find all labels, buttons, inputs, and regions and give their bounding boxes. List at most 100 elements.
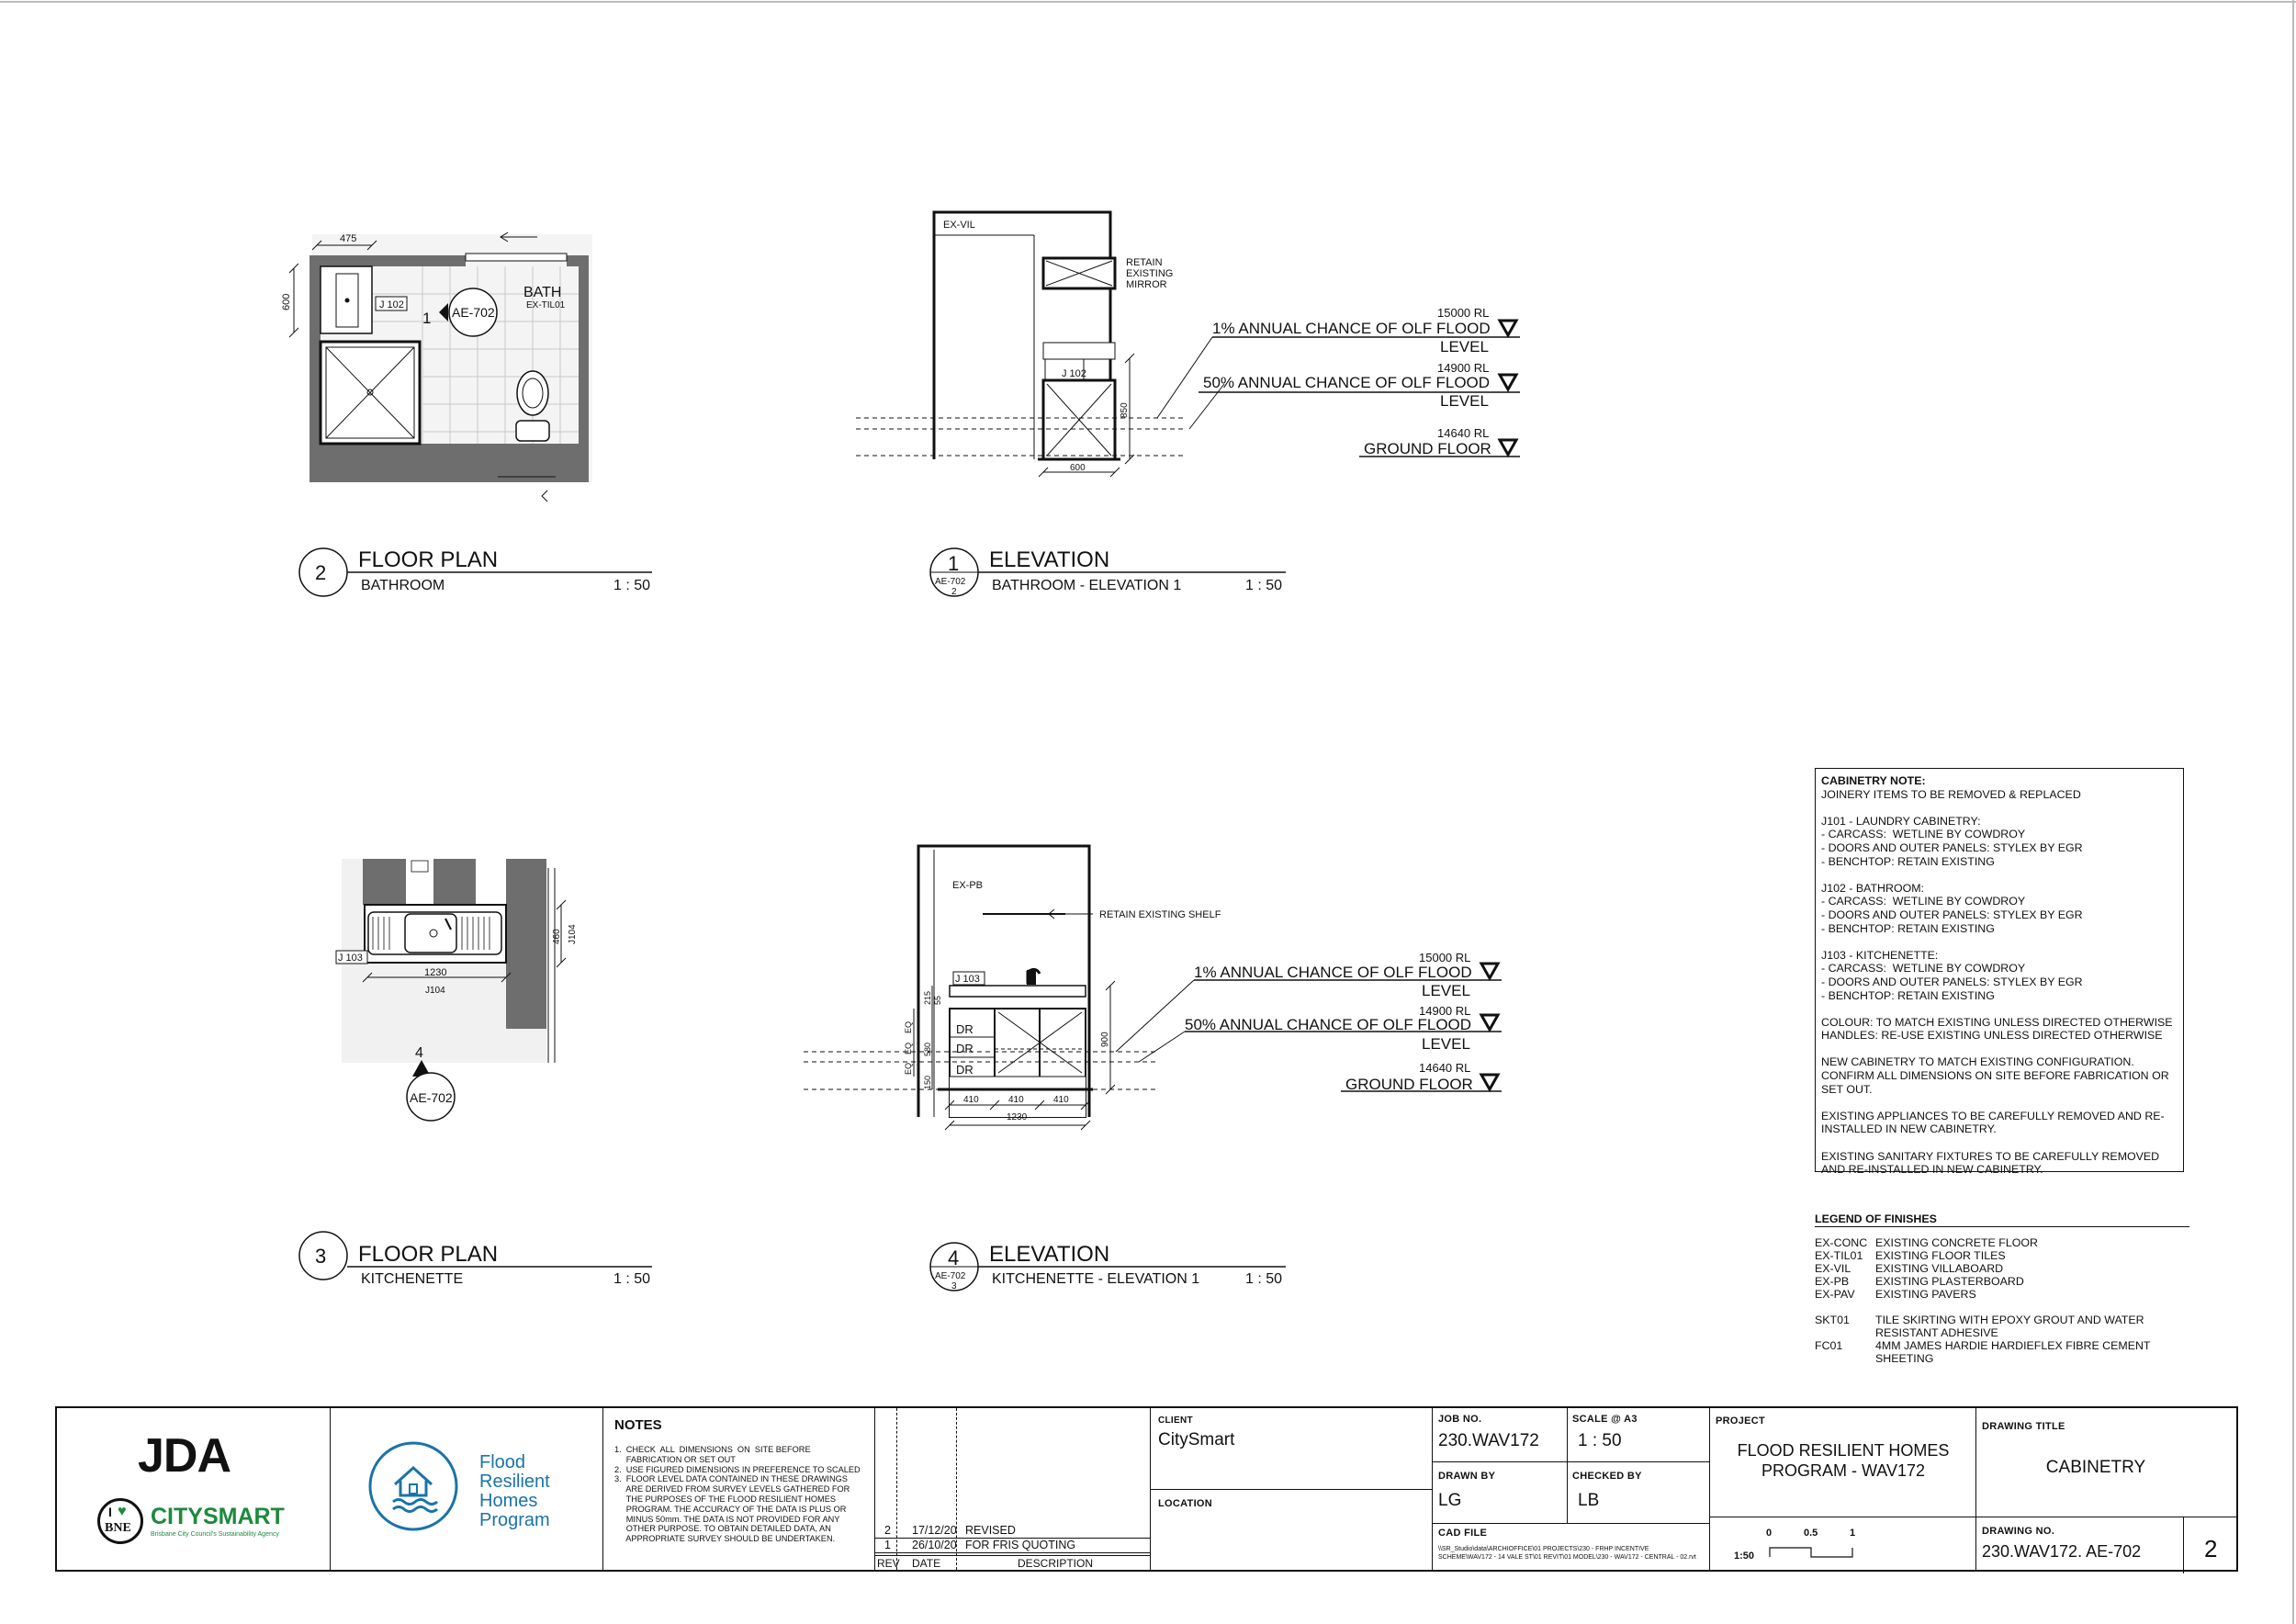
legend-row: SKT01 TILE SKIRTING WITH EPOXY GROUT AND … [1815,1314,2189,1339]
legend-heading: LEGEND OF FINISHES [1815,1212,2189,1227]
kit-level2-rl: 14900 RL [1419,1004,1470,1018]
note-line: APPROPRIATE SURVEY SHOULD BE UNDERTAKEN. [614,1534,836,1544]
legend-row [1815,1301,2189,1314]
bath-section-ref: AE-702 [452,305,495,320]
cabinetry-note-line: JOINERY ITEMS TO BE REMOVED & REPLACED [1821,787,2081,801]
checked-by-value: LB [1578,1491,1600,1510]
rev-col-divider-2 [956,1408,957,1570]
rev-header: REV [877,1557,900,1570]
client-value: CitySmart [1158,1430,1235,1449]
cabinetry-note-line [1821,1136,2178,1150]
kit-plan-dim-460: 460 [552,929,562,944]
scale-bar-1: 1 [1850,1528,1856,1539]
bath-level2-level: LEVEL [1440,392,1489,410]
date-header: DATE [912,1557,941,1570]
view-2-scale: 1 : 50 [613,578,650,593]
project-cell: PROJECT FLOOD RESILIENT HOMES PROGRAM - … [1710,1408,1976,1570]
revision-date: 17/12/20 [912,1524,957,1537]
cabinetry-note-line: CONFIRM ALL DIMENSIONS ON SITE BEFORE FA… [1821,1069,2169,1083]
frh-word-3: Homes [479,1491,538,1511]
location-label: LOCATION [1158,1498,1213,1509]
kit-elev-eq3: EQ [904,1063,913,1075]
kit-ground-rl: 14640 RL [1419,1061,1470,1075]
kit-elev-ex-pb: EX-PB [952,880,983,891]
project-line-2: PROGRAM - WAV172 [1761,1461,1926,1480]
drawing-title-cell: DRAWING TITLE CABINETRY DRAWING NO. 230.… [1976,1408,2238,1573]
view-3-number: 3 [315,1245,326,1268]
frh-word-2: Resilient [479,1472,550,1492]
revision-rev: 2 [884,1524,891,1537]
view-1-number: 1 [948,552,959,575]
bath-tag-j102: J 102 [379,299,404,310]
job-row-divider-2 [1433,1523,1709,1524]
cabinetry-note-line: COLOUR: TO MATCH EXISTING UNLESS DIRECTE… [1821,1015,2173,1029]
citysmart-badge: I ♥ BNE [97,1498,143,1544]
cabinetry-note-line: - CARCASS: WETLINE BY COWDROY [1821,828,2026,841]
revision-number: 2 [2204,1535,2218,1562]
kit-elev-v580: 580 [923,1043,932,1056]
retain-mirror-line2: EXISTING [1126,268,1173,279]
cabinetry-note-line [1821,868,2178,882]
kit-elev-d410-c: 410 [1053,1095,1069,1105]
kit-elev-eq1: EQ [904,1021,913,1033]
revision-header-rule [875,1555,1150,1556]
cad-file-path-2: SCHEME\WAV172 - 14 VALE ST\01 REVIT\01 M… [1438,1554,1696,1561]
view-4-scale: 1 : 50 [1245,1271,1282,1287]
citysmart-bne: BNE [105,1521,131,1535]
kit-elev-tag-j103: J 103 [955,974,980,985]
cabinetry-note-line: J102 - BATHROOM: [1821,881,1924,895]
view-1-subtitle: BATHROOM - ELEVATION 1 [992,578,1181,593]
note-line: ARE DERIVED FROM SURVEY LEVELS GATHERED … [614,1484,850,1494]
bath-dim-475: 475 [340,233,356,244]
note-line: OTHER PURPOSE. TO OBTAIN DETAILED DATA, … [614,1524,831,1534]
legend-description: 4MM JAMES HARDIE HARDIEFLEX FIBRE CEMENT… [1875,1339,2151,1365]
client-cell: CLIENT CitySmart LOCATION [1151,1408,1433,1570]
bath-elev-ex-vil: EX-VIL [943,220,975,231]
frh-word-1: Flood [479,1452,526,1472]
cabinetry-note-line: EXISTING SANITARY FIXTURES TO BE CAREFUL… [1821,1149,2160,1163]
frh-word-4: Program [479,1510,550,1530]
kit-elev-d410-a: 410 [963,1095,979,1105]
drawn-by-label: DRAWN BY [1438,1471,1496,1482]
legend-code: EX-TIL01 [1815,1249,1863,1262]
kit-ground-name: GROUND FLOOR [1345,1076,1473,1093]
bath-section-number: 1 [422,310,431,327]
revision-row-rule [875,1552,1150,1553]
cabinetry-note-line: - BENCHTOP: RETAIN EXISTING [1821,854,1995,868]
frh-house-icon [368,1441,458,1531]
cabinetry-note-line: HANDLES: RE-USE EXISTING UNLESS DIRECTED… [1821,1029,2163,1043]
cabinetry-note-line: J101 - LAUNDRY CABINETRY: [1821,814,1981,828]
citysmart-tagline: Brisbane City Council's Sustainability A… [151,1531,279,1538]
note-line: FABRICATION OR SET OUT [614,1454,736,1464]
view-1-ref-num: 2 [951,587,957,597]
cabinetry-note-line [1821,1002,2178,1016]
legend-code: EX-VIL [1815,1262,1851,1275]
legend-description: EXISTING PAVERS [1875,1288,1976,1301]
kit-level2-level: LEVEL [1422,1035,1470,1053]
legend-code: FC01 [1815,1339,1843,1352]
bathroom-elevation: EX-VIL RETAIN EXISTING MIRROR J 102 850 … [856,210,1520,478]
view-4-number: 4 [948,1246,959,1269]
legend-description: EXISTING PLASTERBOARD [1875,1275,2024,1288]
legend-code: SKT01 [1815,1314,1850,1326]
view-2-subtitle: BATHROOM [361,578,445,593]
cabinetry-note-line: - DOORS AND OUTER PANELS: STYLEX BY EGR [1821,840,2083,854]
cabinetry-note-heading: CABINETRY NOTE: [1821,774,1926,787]
citysmart-i: I [108,1505,112,1519]
legend-description: TILE SKIRTING WITH EPOXY GROUT AND WATER… [1875,1314,2144,1339]
kit-elev-d410-b: 410 [1008,1095,1024,1105]
bath-room-name: BATH [523,285,561,300]
legend-description: EXISTING CONCRETE FLOOR [1875,1236,2038,1249]
view-title-1: 1 AE-702 2 ELEVATION BATHROOM - ELEVATIO… [929,547,1286,597]
bath-ground-name: GROUND FLOOR [1364,440,1491,457]
kit-section-ref: AE-702 [410,1090,453,1105]
drawing-title-value: CABINETRY [2045,1458,2146,1477]
citysmart-wordmark: CITYSMART [151,1504,285,1529]
